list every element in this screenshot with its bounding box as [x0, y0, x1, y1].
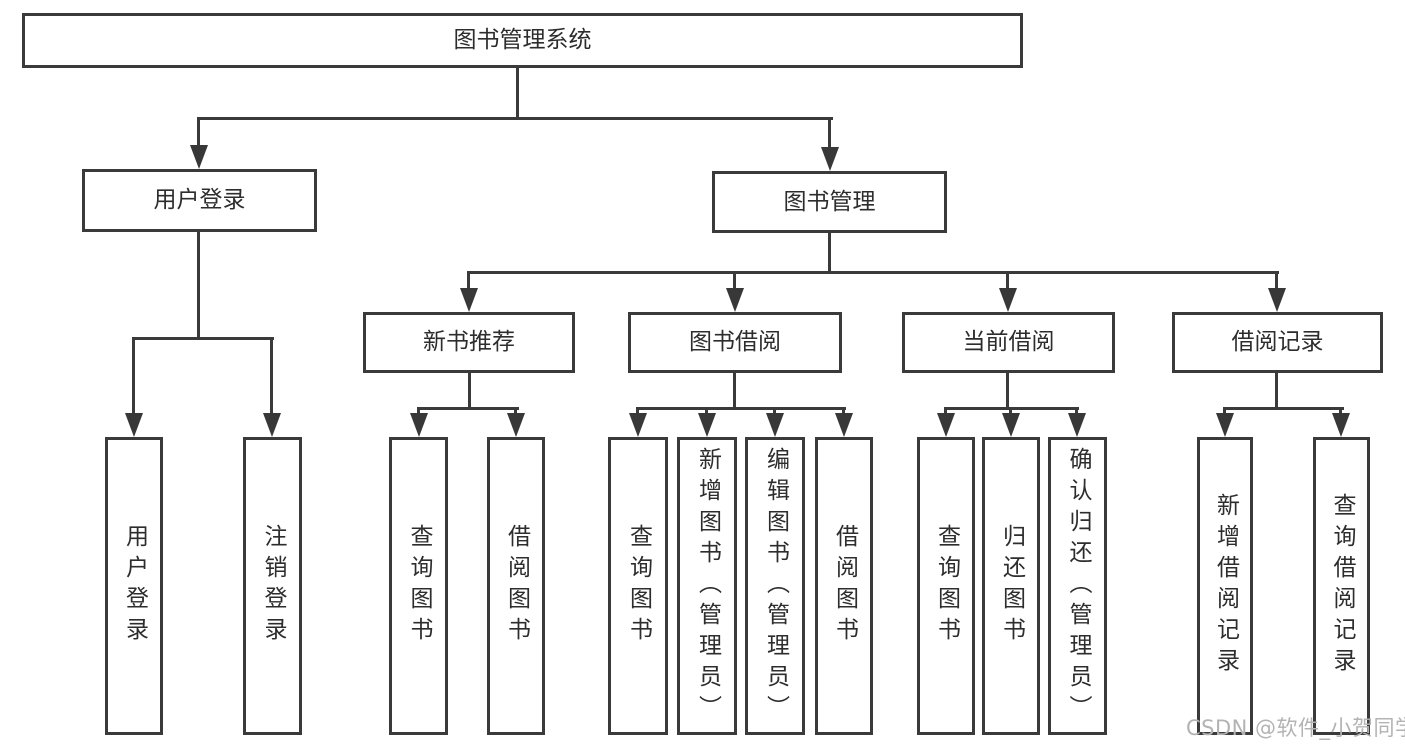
node-book-borrow: 图书借阅 — [628, 312, 842, 373]
node-root: 图书管理系统 — [22, 13, 1023, 68]
arrow-down-icon — [125, 339, 143, 437]
arrow-down-icon — [190, 119, 208, 169]
leaf-return-books-label: 归还图书 — [998, 524, 1025, 648]
leaf-user-login-label: 用户登录 — [121, 524, 148, 648]
connector-line — [944, 407, 1079, 410]
node-new-book-recommend-label: 新书推荐 — [423, 329, 515, 355]
arrow-down-icon — [460, 273, 478, 312]
arrow-down-icon — [821, 119, 839, 171]
node-root-label: 图书管理系统 — [453, 27, 592, 53]
leaf-recommend-query-books-label: 查询图书 — [406, 524, 432, 648]
leaf-logout-label: 注销登录 — [260, 524, 286, 648]
arrow-down-icon — [1332, 409, 1350, 437]
leaf-add-borrow-record-label: 新增借阅记录 — [1212, 493, 1239, 679]
connector-line — [636, 407, 846, 410]
watermark: CSDN @软件_小贺同学 — [1186, 716, 1405, 740]
arrow-down-icon — [766, 409, 784, 437]
arrow-down-icon — [263, 339, 281, 437]
arrow-down-icon — [937, 409, 955, 437]
connector-line — [828, 232, 831, 273]
leaf-edit-books-admin-label: 编辑图书（管理员） — [762, 446, 789, 726]
node-user-login-label: 用户登录 — [153, 187, 246, 213]
connector-line — [1223, 407, 1344, 410]
connector-line — [733, 372, 736, 409]
leaf-query-borrow-record-label: 查询借阅记录 — [1329, 493, 1355, 679]
leaf-return-books: 归还图书 — [982, 437, 1040, 735]
arrow-down-icon — [726, 273, 744, 312]
node-user-login: 用户登录 — [82, 169, 317, 232]
leaf-recommend-query-books: 查询图书 — [389, 437, 448, 735]
connector-line — [1275, 372, 1278, 409]
leaf-add-books-admin: 新增图书（管理员） — [677, 437, 737, 735]
leaf-borrow-books: 借阅图书 — [815, 437, 873, 735]
node-borrow-records: 借阅记录 — [1172, 312, 1383, 373]
leaf-confirm-return-admin: 确认归还（管理员） — [1048, 437, 1107, 735]
arrow-down-icon — [410, 409, 428, 437]
node-current-borrow-label: 当前借阅 — [962, 329, 1055, 355]
leaf-edit-books-admin: 编辑图书（管理员） — [745, 437, 805, 735]
leaf-add-books-admin-label: 新增图书（管理员） — [694, 446, 721, 726]
node-new-book-recommend: 新书推荐 — [363, 312, 575, 373]
node-borrow-records-label: 借阅记录 — [1231, 329, 1324, 355]
node-book-management: 图书管理 — [712, 171, 947, 233]
connector-line — [468, 372, 471, 409]
leaf-query-borrow-record: 查询借阅记录 — [1313, 437, 1370, 735]
connector-line — [197, 117, 833, 120]
node-book-management-label: 图书管理 — [783, 188, 876, 215]
leaf-borrow-query-books: 查询图书 — [608, 437, 668, 735]
leaf-borrow-query-books-label: 查询图书 — [625, 524, 652, 648]
connector-line — [197, 231, 200, 339]
leaf-confirm-return-admin-label: 确认归还（管理员） — [1065, 446, 1091, 726]
connector-line — [516, 68, 519, 118]
connector-line — [132, 337, 274, 340]
arrow-down-icon — [1068, 409, 1086, 437]
leaf-add-borrow-record: 新增借阅记录 — [1197, 437, 1253, 735]
arrow-down-icon — [999, 273, 1017, 312]
arrow-down-icon — [698, 409, 716, 437]
leaf-current-query-books: 查询图书 — [917, 437, 975, 735]
node-book-borrow-label: 图书借阅 — [689, 329, 781, 355]
leaf-logout: 注销登录 — [243, 437, 302, 735]
leaf-recommend-borrow-books: 借阅图书 — [487, 437, 545, 735]
arrow-down-icon — [629, 409, 647, 437]
arrow-down-icon — [1002, 409, 1020, 437]
leaf-user-login: 用户登录 — [105, 437, 163, 735]
arrow-down-icon — [1216, 409, 1234, 437]
arrow-down-icon — [835, 409, 853, 437]
connector-line — [1006, 372, 1009, 409]
leaf-borrow-books-label: 借阅图书 — [831, 524, 858, 648]
leaf-recommend-borrow-books-label: 借阅图书 — [503, 524, 530, 648]
node-current-borrow: 当前借阅 — [902, 312, 1115, 373]
arrow-down-icon — [507, 409, 525, 437]
leaf-current-query-books-label: 查询图书 — [933, 524, 960, 648]
arrow-down-icon — [1268, 273, 1286, 312]
connector-line — [467, 271, 1279, 274]
connector-line — [417, 407, 519, 410]
